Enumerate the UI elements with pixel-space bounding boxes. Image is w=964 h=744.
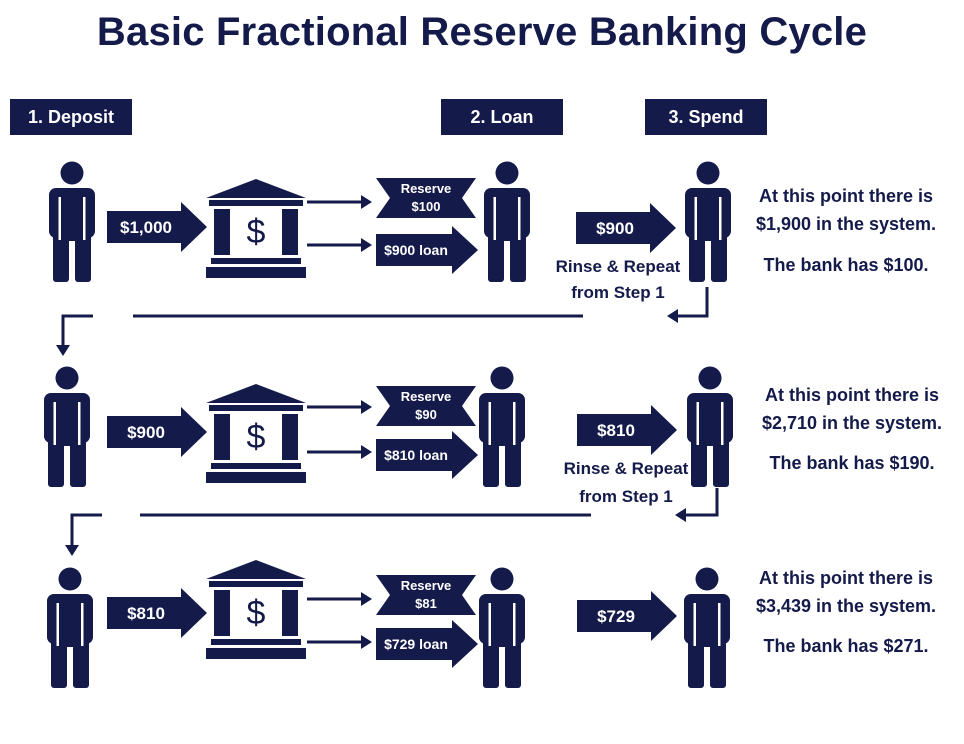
row1-rinse-line2: from Step 1 xyxy=(571,283,665,302)
row2-to-loan-arrow xyxy=(307,445,372,459)
row2-recipient-person-icon xyxy=(687,366,733,487)
row3-bank-icon: $ xyxy=(206,560,306,659)
arrow-label: $900 loan xyxy=(384,242,448,258)
row1-reserve-box: Reserve $100 xyxy=(376,178,476,218)
row2-bank-icon: $ xyxy=(206,384,306,483)
row1-to-reserve-arrow xyxy=(307,195,372,209)
row3-borrower-person-icon xyxy=(479,567,525,688)
arrow-label: $810 xyxy=(127,604,165,623)
row3-deposit-arrow: $810 xyxy=(107,588,207,638)
row1-deposit-arrow: $1,000 xyxy=(107,202,207,252)
row3-bank-has: The bank has $271. xyxy=(763,636,929,656)
arrow-label: $1,000 xyxy=(120,218,172,237)
row3-info-line1: At this point there is xyxy=(758,568,933,588)
dollar-sign-icon: $ xyxy=(247,418,266,456)
row2-rinse-line1: Rinse & Repeat xyxy=(563,459,689,478)
loop-connector-1 xyxy=(56,287,709,356)
row1-recipient-person-icon xyxy=(685,161,731,282)
row2-reserve-box: Reserve $90 xyxy=(376,386,476,426)
row1-rinse-line1: Rinse & Repeat xyxy=(555,257,681,276)
row2-info-line1: At this point there is xyxy=(764,385,939,405)
row3-depositor-person-icon xyxy=(47,567,93,688)
row2-to-reserve-arrow xyxy=(307,400,372,414)
row2-info-line2: $2,710 in the system. xyxy=(761,413,943,433)
arrow-label: $729 xyxy=(597,607,635,626)
arrow-label: $810 loan xyxy=(384,447,448,463)
dollar-sign-icon: $ xyxy=(247,594,266,632)
row3-loan-arrow: $729 loan xyxy=(376,620,478,668)
row2-depositor-person-icon xyxy=(44,366,90,487)
arrow-label: $729 loan xyxy=(384,636,448,652)
arrow-label: $810 xyxy=(597,421,635,440)
loop-connector-2 xyxy=(65,488,719,556)
row2-borrower-person-icon xyxy=(479,366,525,487)
row3-to-reserve-arrow xyxy=(307,592,372,606)
row3-recipient-person-icon xyxy=(684,567,730,688)
reserve-amount: $90 xyxy=(415,407,437,422)
row1-bank-icon: $ xyxy=(206,179,306,278)
row1-info-line2: $1,900 in the system. xyxy=(755,214,937,234)
row2-loan-arrow: $810 loan xyxy=(376,431,478,479)
row2-rinse-line2: from Step 1 xyxy=(579,487,673,506)
reserve-label: Reserve xyxy=(401,389,452,404)
step-label-loan: 2. Loan xyxy=(441,99,563,135)
reserve-amount: $81 xyxy=(415,596,437,611)
row1-spend-arrow: $900 xyxy=(576,203,676,253)
row2-spend-arrow: $810 xyxy=(577,405,677,455)
page-title: Basic Fractional Reserve Banking Cycle xyxy=(96,10,868,54)
row1-loan-arrow: $900 loan xyxy=(376,226,478,274)
dollar-sign-icon: $ xyxy=(247,213,266,251)
row1-info-line1: At this point there is xyxy=(758,186,933,206)
row3-reserve-box: Reserve $81 xyxy=(376,575,476,615)
row3-info-line2: $3,439 in the system. xyxy=(755,596,937,616)
reserve-label: Reserve xyxy=(401,181,452,196)
row1-to-loan-arrow xyxy=(307,238,372,252)
row2-bank-has: The bank has $190. xyxy=(769,453,935,473)
arrow-label: $900 xyxy=(127,423,165,442)
step-label-deposit: 1. Deposit xyxy=(10,99,132,135)
row1-depositor-person-icon xyxy=(49,161,95,282)
reserve-amount: $100 xyxy=(412,199,441,214)
row3-spend-arrow: $729 xyxy=(577,591,677,641)
row1-borrower-person-icon xyxy=(484,161,530,282)
row3-to-loan-arrow xyxy=(307,635,372,649)
row1-bank-has: The bank has $100. xyxy=(763,255,929,275)
step-label-spend: 3. Spend xyxy=(645,99,767,135)
row2-deposit-arrow: $900 xyxy=(107,407,207,457)
reserve-label: Reserve xyxy=(401,578,452,593)
arrow-label: $900 xyxy=(596,219,634,238)
